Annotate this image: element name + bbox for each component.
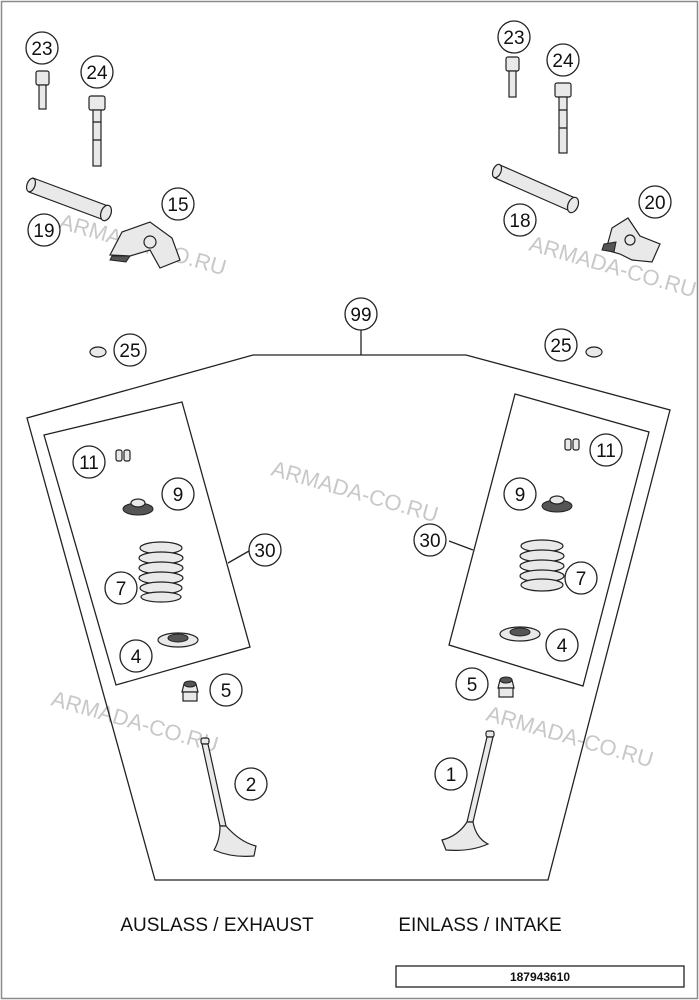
bolt-23-right [505, 56, 520, 98]
plug-25-left [89, 346, 107, 358]
bolt-23-left [35, 70, 50, 110]
svg-text:9: 9 [515, 485, 526, 506]
spring-retainer-9-left [122, 498, 154, 516]
callout-9-left: 9 [161, 477, 195, 511]
spring-retainer-9-right [541, 495, 573, 513]
reference-box [395, 965, 685, 988]
rocker-shaft-19 [25, 177, 113, 222]
valve-spring-7-left [138, 541, 184, 603]
rocker-arm-15 [109, 221, 181, 269]
callout-4-right: 4 [545, 628, 579, 662]
callout-30-right: 30 [413, 523, 447, 557]
callout-19: 19 [27, 213, 61, 247]
callout-1: 1 [434, 757, 468, 791]
watermarks: ARMADA-CO.RU ARMADA-CO.RU ARMADA-CO.RU A… [49, 209, 699, 773]
svg-text:2: 2 [246, 775, 257, 796]
rocker-arm-20 [601, 217, 661, 263]
svg-text:18: 18 [509, 211, 530, 232]
intake-valve-1 [441, 730, 495, 851]
callout-11-right: 11 [589, 433, 623, 467]
svg-text:23: 23 [31, 39, 52, 60]
watermark-3: ARMADA-CO.RU [269, 456, 442, 528]
svg-text:24: 24 [552, 51, 574, 72]
callout-99: 99 [344, 297, 378, 331]
callout-25-left: 25 [113, 333, 147, 367]
callout-9-right: 9 [503, 477, 537, 511]
valve-keys-11-left [115, 449, 131, 462]
svg-text:23: 23 [503, 28, 524, 49]
callout-20: 20 [638, 185, 672, 219]
valve-keys-11-right [564, 438, 580, 451]
svg-text:7: 7 [116, 579, 127, 600]
kit-outline [26, 354, 671, 881]
callout-18: 18 [503, 203, 537, 237]
leader-30-left [227, 550, 250, 564]
callout-7-right: 7 [564, 561, 598, 595]
callout-4-left: 4 [119, 639, 153, 673]
leader-30-right [448, 540, 474, 551]
svg-text:24: 24 [86, 63, 108, 84]
spring-kit-box-left [43, 401, 251, 686]
intake-label: EINLASS / INTAKE [398, 915, 561, 936]
exhaust-valve-2 [200, 737, 257, 857]
svg-text:25: 25 [550, 336, 571, 357]
svg-text:4: 4 [131, 647, 142, 668]
svg-text:20: 20 [644, 193, 665, 214]
exhaust-label: AUSLASS / EXHAUST [120, 915, 314, 936]
svg-text:19: 19 [33, 221, 54, 242]
callout-11-left: 11 [72, 445, 106, 479]
reference-number: 187943610 [510, 970, 570, 984]
callout-23-right: 23 [497, 20, 531, 54]
plug-25-right [585, 346, 603, 358]
rocker-shaft-18 [491, 163, 580, 214]
svg-text:30: 30 [419, 531, 440, 552]
bolt-24-left [88, 95, 106, 167]
svg-text:7: 7 [576, 569, 587, 590]
svg-text:5: 5 [467, 675, 478, 696]
svg-text:1: 1 [446, 765, 457, 786]
callout-25-right: 25 [544, 328, 578, 362]
callout-24-right: 24 [546, 43, 580, 77]
callout-24-left: 24 [80, 55, 114, 89]
callout-5-left: 5 [209, 673, 243, 707]
svg-text:5: 5 [221, 681, 232, 702]
stem-seal-5-right [497, 676, 515, 698]
spring-seat-4-right [499, 626, 541, 642]
spring-seat-4-left [157, 632, 199, 648]
svg-text:11: 11 [79, 453, 99, 474]
bolt-24-right [554, 82, 572, 154]
svg-text:30: 30 [254, 541, 275, 562]
svg-text:9: 9 [173, 485, 184, 506]
stem-seal-5-left [181, 680, 199, 702]
svg-text:4: 4 [557, 636, 568, 657]
valve-spring-7-right [519, 539, 565, 592]
callout-23-left: 23 [25, 31, 59, 65]
callout-15: 15 [161, 187, 195, 221]
callout-2: 2 [234, 767, 268, 801]
callout-30-left: 30 [248, 533, 282, 567]
spring-kit-box-right [448, 393, 650, 687]
svg-text:11: 11 [596, 441, 616, 462]
svg-text:99: 99 [350, 305, 371, 326]
svg-text:25: 25 [119, 341, 140, 362]
watermark-5: ARMADA-CO.RU [484, 701, 657, 773]
callout-5-right: 5 [455, 667, 489, 701]
callout-7-left: 7 [104, 571, 138, 605]
svg-text:15: 15 [167, 195, 188, 216]
